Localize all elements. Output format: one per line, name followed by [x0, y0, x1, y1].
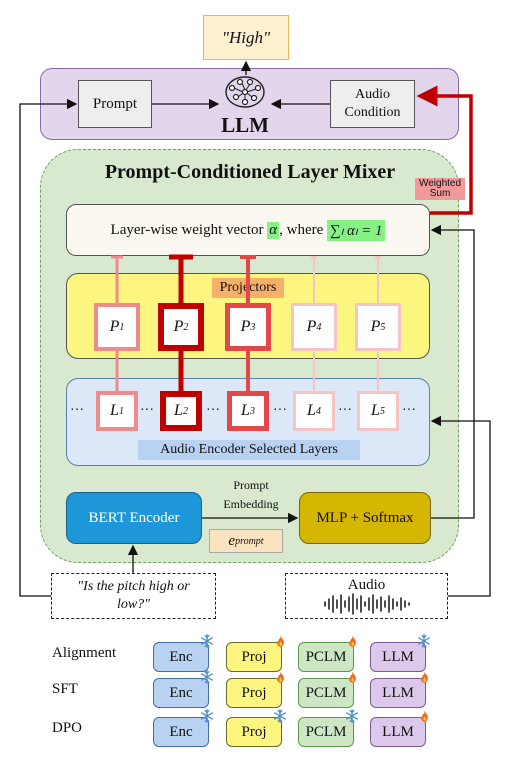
weight-vector-box: Layer-wise weight vector α, where ∑ₗ αₗ …	[66, 204, 430, 256]
alpha-symbol: α	[267, 221, 280, 239]
ellipsis: ···	[140, 403, 154, 418]
flame-icon	[344, 633, 360, 649]
mlp-to-weight-arrow	[430, 224, 475, 519]
ellipsis: ···	[70, 403, 84, 418]
module-chip: PCLM	[298, 642, 354, 672]
module-chip: Enc	[153, 717, 209, 747]
flame-icon	[416, 669, 432, 685]
snowflake-icon	[199, 669, 215, 685]
output-box: "High"	[203, 15, 289, 60]
module-chip: Proj	[226, 717, 282, 747]
sum-formula: ∑ₗ αₗ = 1	[327, 219, 386, 241]
snowflake-icon	[344, 708, 360, 724]
ellipsis: ···	[402, 403, 416, 418]
stage-label: DPO	[52, 719, 83, 736]
audio-encoder-label: Audio Encoder Selected Layers	[138, 440, 360, 460]
prompt-input-loop-line	[19, 98, 78, 597]
prompt-input-box: "Is the pitch high or low?"	[51, 573, 216, 619]
module-chip: PCLM	[298, 678, 354, 708]
snowflake-icon	[416, 633, 432, 649]
prompt-embedding-label: Prompt Embedding	[223, 478, 279, 511]
output-label: "High"	[221, 27, 271, 47]
stage-label: Alignment	[52, 644, 117, 661]
mlp-softmax-box: MLP + Softmax	[299, 492, 431, 544]
snowflake-icon	[199, 633, 215, 649]
ellipsis: ···	[338, 403, 352, 418]
audio-condition-label: Audio Condition	[344, 87, 401, 120]
weight-vector-mid: , where	[279, 221, 324, 238]
ellipsis: ···	[206, 403, 220, 418]
weighted-sum-arrow	[416, 85, 473, 215]
snowflake-icon	[272, 708, 288, 724]
flame-icon	[272, 633, 288, 649]
ellipsis: ···	[273, 403, 287, 418]
audio-input-label: Audio	[347, 577, 386, 593]
llm-brain-icon	[222, 73, 268, 111]
audio-condition-box: Audio Condition	[330, 80, 415, 128]
prompt-box-label: Prompt	[92, 95, 138, 112]
module-chip: Proj	[226, 642, 282, 672]
module-chip: LLM	[370, 642, 426, 672]
audio-input-box: Audio	[285, 573, 448, 619]
flame-icon	[416, 708, 432, 724]
stage-label: SFT	[52, 680, 78, 697]
audio-waveform-icon	[323, 593, 410, 615]
audio-to-encoder-arrow	[430, 415, 491, 597]
flame-icon	[344, 669, 360, 685]
flame-icon	[272, 669, 288, 685]
weighted-sum-tag: Weighted Sum	[415, 178, 465, 200]
mixer-title: Prompt-Conditioned Layer Mixer	[104, 160, 396, 183]
prompt-box: Prompt	[78, 80, 152, 128]
llm-label: LLM	[221, 112, 269, 137]
snowflake-icon	[199, 708, 215, 724]
module-chip: Enc	[153, 642, 209, 672]
bert-encoder-box: BERT Encoder	[66, 492, 202, 544]
weight-vector-prefix: Layer-wise weight vector	[110, 221, 264, 238]
module-chip: Enc	[153, 678, 209, 708]
module-chip: LLM	[370, 678, 426, 708]
module-chip: LLM	[370, 717, 426, 747]
module-chip: Proj	[226, 678, 282, 708]
module-chip: PCLM	[298, 717, 354, 747]
